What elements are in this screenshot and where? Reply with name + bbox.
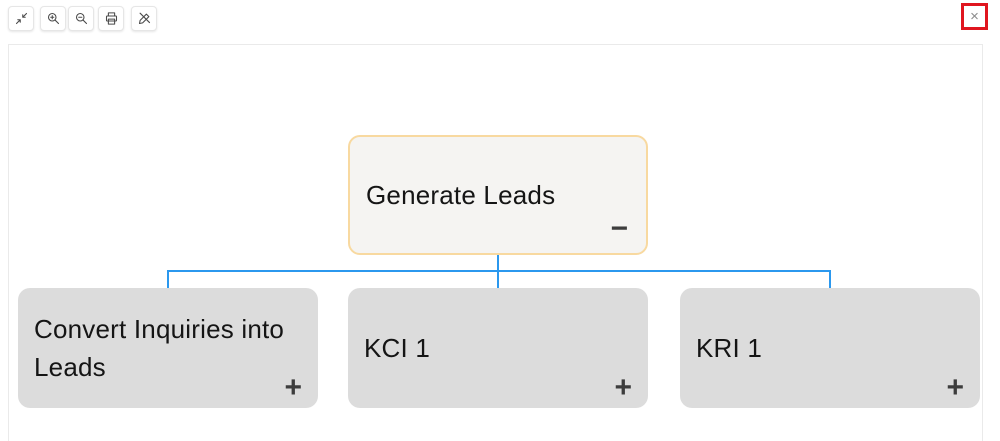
fit-view-button[interactable]	[8, 6, 34, 31]
zoom-out-icon	[75, 12, 87, 25]
expand-toggle[interactable]: +	[284, 371, 302, 404]
connector-drop-left	[167, 270, 169, 288]
node-label: Generate Leads	[366, 180, 556, 210]
orgchart-node-child-2[interactable]: KCI 1 +	[348, 288, 648, 408]
zoom-in-button[interactable]	[40, 6, 66, 31]
node-label: KCI 1	[364, 333, 431, 363]
connector-bus	[167, 270, 831, 272]
edit-off-icon	[138, 12, 150, 25]
orgchart-node-root[interactable]: Generate Leads −	[348, 135, 648, 255]
connector-drop-right	[829, 270, 831, 288]
collapse-toggle[interactable]: −	[610, 212, 628, 245]
fit-view-icon	[15, 12, 27, 25]
edit-off-button[interactable]	[131, 6, 157, 31]
print-button[interactable]	[98, 6, 124, 31]
zoom-out-button[interactable]	[68, 6, 94, 31]
close-button-highlight: ×	[961, 3, 988, 30]
orgchart-node-child-3[interactable]: KRI 1 +	[680, 288, 980, 408]
expand-toggle[interactable]: +	[614, 371, 632, 404]
print-icon	[105, 12, 117, 25]
close-button[interactable]: ×	[970, 8, 979, 25]
orgchart-toolbar	[8, 6, 157, 31]
node-label: Convert Inquiries into Leads	[34, 314, 285, 382]
zoom-in-icon	[47, 12, 59, 25]
node-label: KRI 1	[696, 333, 763, 363]
orgchart-node-child-1[interactable]: Convert Inquiries into Leads +	[18, 288, 318, 408]
expand-toggle[interactable]: +	[946, 371, 964, 404]
